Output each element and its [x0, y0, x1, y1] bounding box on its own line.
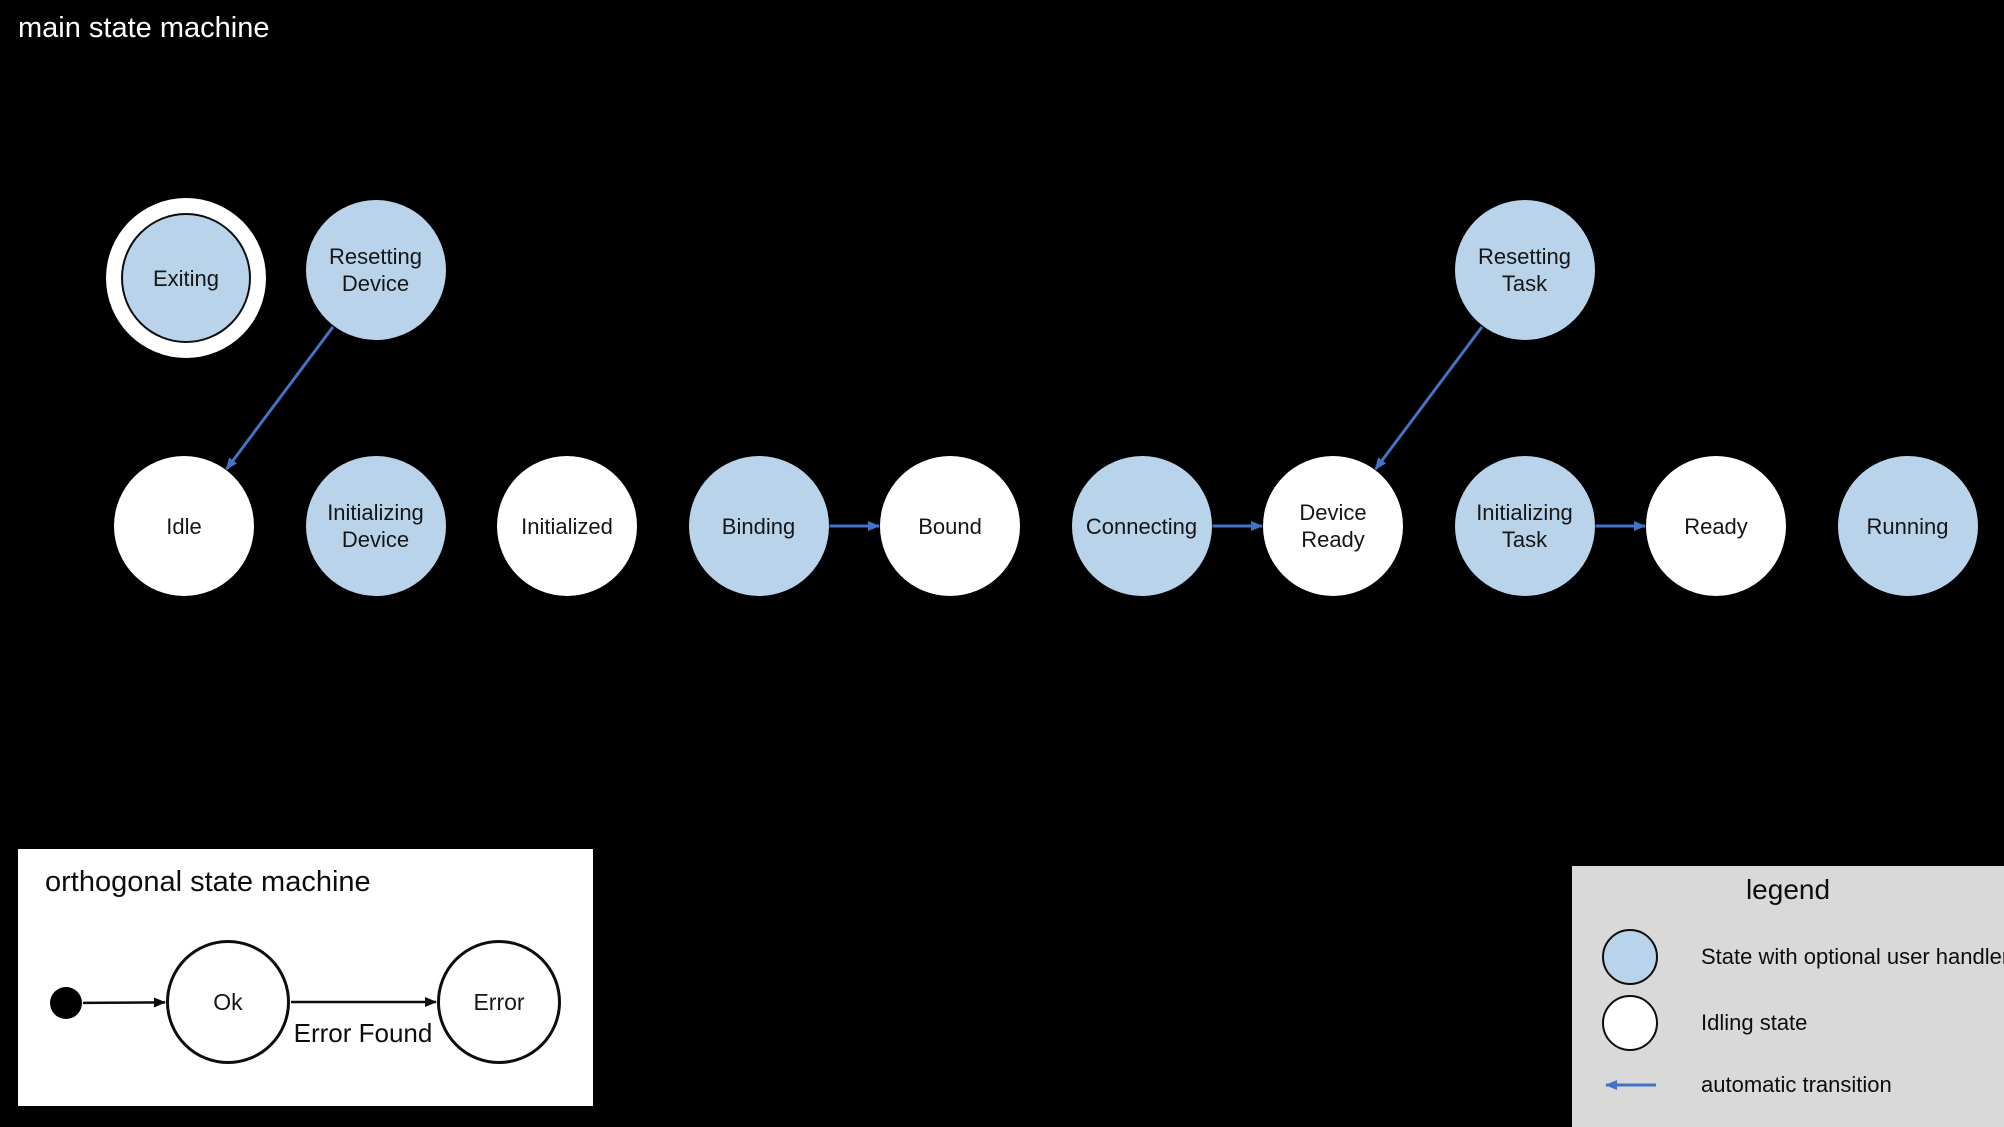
state-label-ready: Ready [1684, 513, 1748, 539]
state-label-ok: Ok [213, 988, 243, 1015]
automatic-transition-resetting-device-to-idle [225, 325, 335, 471]
state-node-connecting: Connecting [1071, 456, 1212, 596]
transition-ortho-initial-to-ok [82, 997, 167, 1008]
state-node-device-ready: Device Ready [1263, 456, 1403, 596]
automatic-transition-resetting-task-to-device-ready [1374, 325, 1484, 471]
legend-item-user-handler-state: State with optional user handler [1602, 929, 2004, 985]
legend-panel: legend State with optional user handler … [1572, 866, 2004, 1127]
state-node-initialized: Initialized [497, 456, 637, 596]
state-node-ortho-initial [50, 987, 82, 1019]
state-label-initializing-task: Initializing Task [1476, 500, 1573, 552]
state-label-resetting-device: Resetting Device [329, 244, 422, 296]
legend-title: legend [1745, 874, 1831, 905]
state-label-exiting: Exiting [152, 265, 220, 291]
state-node-binding: Binding [688, 456, 829, 596]
state-node-exiting: Exiting [121, 213, 251, 343]
state-label-resetting-task: Resetting Task [1478, 244, 1571, 296]
state-label-connecting: Connecting [1085, 513, 1198, 539]
state-node-resetting-task: Resetting Task [1454, 200, 1595, 340]
legend-item-label: Idling state [1701, 1010, 1808, 1035]
state-label-initialized: Initialized [521, 513, 613, 539]
state-node-running: Running [1837, 456, 1978, 596]
automatic-transition-arrow-icon [1602, 1075, 1658, 1095]
state-node-initializing-device: Initializing Device [305, 456, 446, 596]
state-node-idle: Idle [114, 456, 254, 596]
state-label-binding: Binding [721, 513, 796, 539]
state-label-idle: Idle [166, 513, 202, 539]
legend-item-automatic-transition: automatic transition [1602, 1057, 1988, 1113]
legend-item-label: State with optional user handler [1701, 944, 2004, 969]
idling-state-swatch [1602, 995, 1658, 1051]
legend-item-idling-state: Idling state [1602, 995, 1988, 1051]
legend-item-label: automatic transition [1701, 1072, 1892, 1097]
state-label-running: Running [1866, 513, 1949, 539]
orthogonal-machine-title: orthogonal state machine [45, 866, 371, 898]
state-node-resetting-device: Resetting Device [305, 200, 446, 340]
state-label-bound: Bound [918, 513, 982, 539]
state-label-device-ready: Device Ready [1299, 500, 1367, 552]
transition-label-error-found: Error Found [293, 1018, 433, 1048]
main-machine-title: main state machine [18, 12, 270, 44]
state-node-ok: Ok [166, 940, 290, 1064]
user-handler-state-swatch [1602, 929, 1658, 985]
state-label-error: Error [473, 988, 525, 1015]
state-label-initializing-device: Initializing Device [327, 500, 424, 552]
state-node-error: Error [437, 940, 561, 1064]
state-node-initializing-task: Initializing Task [1454, 456, 1595, 596]
state-node-bound: Bound [880, 456, 1020, 596]
state-node-ready: Ready [1646, 456, 1786, 596]
